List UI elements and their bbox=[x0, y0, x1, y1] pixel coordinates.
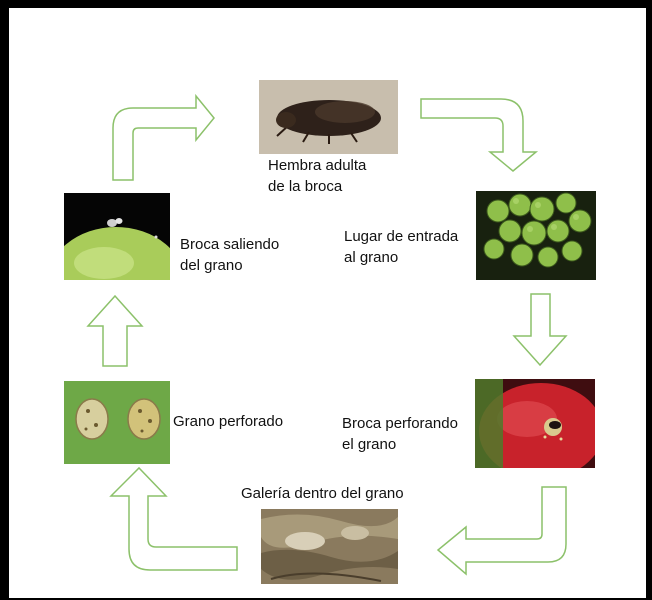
boring-photo bbox=[475, 379, 595, 468]
arrow-down-left-icon bbox=[438, 487, 566, 574]
exiting-label-line2: del grano bbox=[180, 255, 279, 276]
boring-label: Broca perforando el grano bbox=[342, 413, 458, 455]
boring-label-line2: el grano bbox=[342, 434, 458, 455]
boring-label-line1: Broca perforando bbox=[342, 413, 458, 434]
entry-place-label-line1: Lugar de entrada bbox=[344, 226, 458, 247]
adult-female-label-line2: de la broca bbox=[268, 176, 366, 197]
perforated-photo bbox=[64, 381, 170, 464]
exiting-photo bbox=[64, 193, 170, 280]
gallery-photo bbox=[261, 509, 398, 584]
arrow-up-icon bbox=[88, 296, 142, 366]
adult-female-label: Hembra adulta de la broca bbox=[268, 155, 366, 197]
gallery-label-line1: Galería dentro del grano bbox=[241, 483, 404, 504]
arrow-right-down-icon bbox=[421, 99, 536, 171]
gallery-label: Galería dentro del grano bbox=[241, 483, 404, 504]
adult-female-photo bbox=[259, 80, 398, 154]
entry-place-label-line2: al grano bbox=[344, 247, 458, 268]
arrow-up-right-icon bbox=[113, 96, 214, 180]
entry-place-label: Lugar de entrada al grano bbox=[344, 226, 458, 268]
arrow-down-icon bbox=[514, 294, 566, 365]
exiting-label: Broca saliendo del grano bbox=[180, 234, 279, 276]
arrow-left-up-icon bbox=[111, 468, 237, 570]
perforated-label: Grano perforado bbox=[173, 411, 283, 432]
adult-female-label-line1: Hembra adulta bbox=[268, 155, 366, 176]
exiting-label-line1: Broca saliendo bbox=[180, 234, 279, 255]
entry-place-photo bbox=[476, 191, 596, 280]
perforated-label-line1: Grano perforado bbox=[173, 411, 283, 432]
